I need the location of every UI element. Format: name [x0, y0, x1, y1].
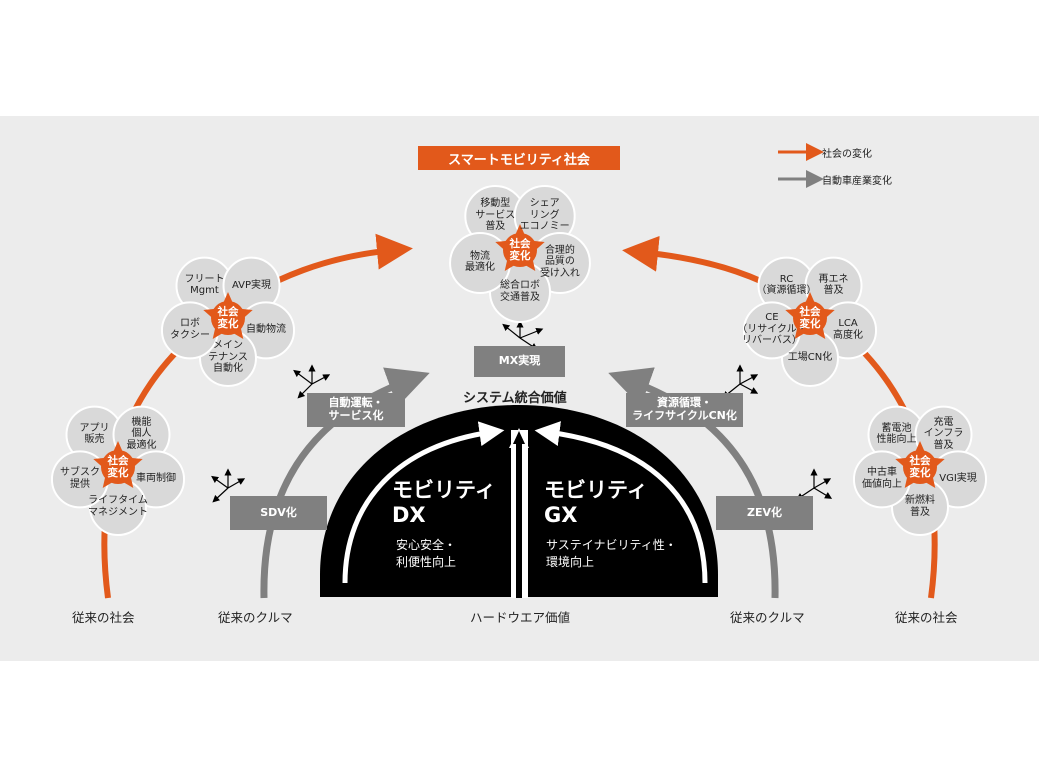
cluster-left-lower-item-4: サブスク 提供 — [59, 467, 100, 490]
dx-arrow — [342, 421, 505, 584]
right-traditional-society: 従来の社会 — [895, 610, 958, 625]
cluster-right-lower-item-1: 充電 インフラ 普及 — [923, 416, 964, 451]
cluster-left-lower-item-2: 車両制御 — [136, 473, 177, 485]
autonomous-service-box: 自動運転・ サービス化 — [307, 393, 405, 427]
cluster-left-upper-center-label: 社会 変化 — [217, 306, 239, 331]
cluster-top-item-1: シェア リング エコノミー — [519, 198, 570, 233]
right-traditional-car: 従来のクルマ — [730, 610, 805, 625]
mx-box: MX実現 — [474, 346, 565, 377]
sdv-box: SDV化 — [230, 496, 327, 530]
gx-subtitle: サステイナビリティ性・ 環境向上 — [546, 538, 677, 569]
cluster-right-upper-center-label: 社会 変化 — [799, 306, 821, 331]
cluster-right-upper-item-2: LCA 高度化 — [833, 318, 864, 341]
cluster-left-upper-item-1: AVP実現 — [231, 279, 272, 291]
resource-cycle-box: 資源循環・ ライフサイクルCN化 — [626, 393, 743, 427]
cluster-right-lower-center-label: 社会 変化 — [909, 455, 931, 480]
cluster-top-item-2: 合理的 品質の 受け入れ — [539, 244, 580, 279]
cluster-right-lower-item-4: 中古車 価値向上 — [861, 467, 902, 490]
legend-social-label: 社会の変化 — [822, 149, 872, 160]
left-traditional-society: 従来の社会 — [72, 610, 135, 625]
cluster-right-lower-item-3: 新燃料 普及 — [905, 495, 935, 518]
cluster-right-upper-item-0: RC （資源循環） — [756, 273, 817, 297]
cluster-left-upper-item-0: フリート Mgmt — [184, 273, 225, 297]
dx-subtitle: 安心安全・ 利便性向上 — [396, 538, 457, 569]
cluster-left-upper-item-3: メイン テナンス 自動化 — [208, 340, 248, 374]
cluster-left-lower-item-0: アプリ 販売 — [79, 422, 110, 446]
cluster-right-lower-item-2: VGI実現 — [939, 473, 977, 485]
gx-title: モビリティ GX — [544, 478, 648, 528]
smart-mobility-title: スマートモビリティ社会 — [418, 146, 620, 170]
cluster-left-lower-item-1: 機能 個人 最適化 — [126, 416, 157, 451]
legend-industry-label: 自動車産業変化 — [822, 176, 892, 187]
hardware-value-label: ハードウエア価値 — [470, 610, 571, 625]
cluster-left-upper-item-4: ロボ タクシー — [169, 318, 210, 341]
cluster-top-item-3: 総合ロボ 交通普及 — [500, 280, 540, 303]
cluster-left-upper-item-2: 自動物流 — [246, 324, 287, 336]
cluster-left-lower-item-3: ライフタイム マネジメント — [88, 495, 148, 518]
gx-arrow — [534, 421, 708, 584]
system-value-label: システム統合価値 — [463, 391, 567, 406]
left-traditional-car: 従来のクルマ — [218, 610, 293, 625]
cluster-right-upper-item-4: CE （リサイクル・ リバーバス） — [737, 312, 807, 347]
cluster-right-lower-item-0: 蓄電池 性能向上 — [876, 422, 917, 446]
cluster-left-lower-center-label: 社会 変化 — [107, 455, 129, 480]
cluster-top-item-4: 物流 最適化 — [465, 250, 496, 274]
cluster-top-item-0: 移動型 サービス 普及 — [475, 198, 516, 233]
zev-box: ZEV化 — [716, 496, 813, 530]
cluster-top-center-label: 社会 変化 — [509, 238, 531, 263]
dx-title: モビリティ DX — [392, 478, 496, 528]
cluster-right-upper-item-3: 工場CN化 — [787, 352, 833, 363]
cluster-right-upper-item-1: 再エネ 普及 — [818, 273, 849, 297]
